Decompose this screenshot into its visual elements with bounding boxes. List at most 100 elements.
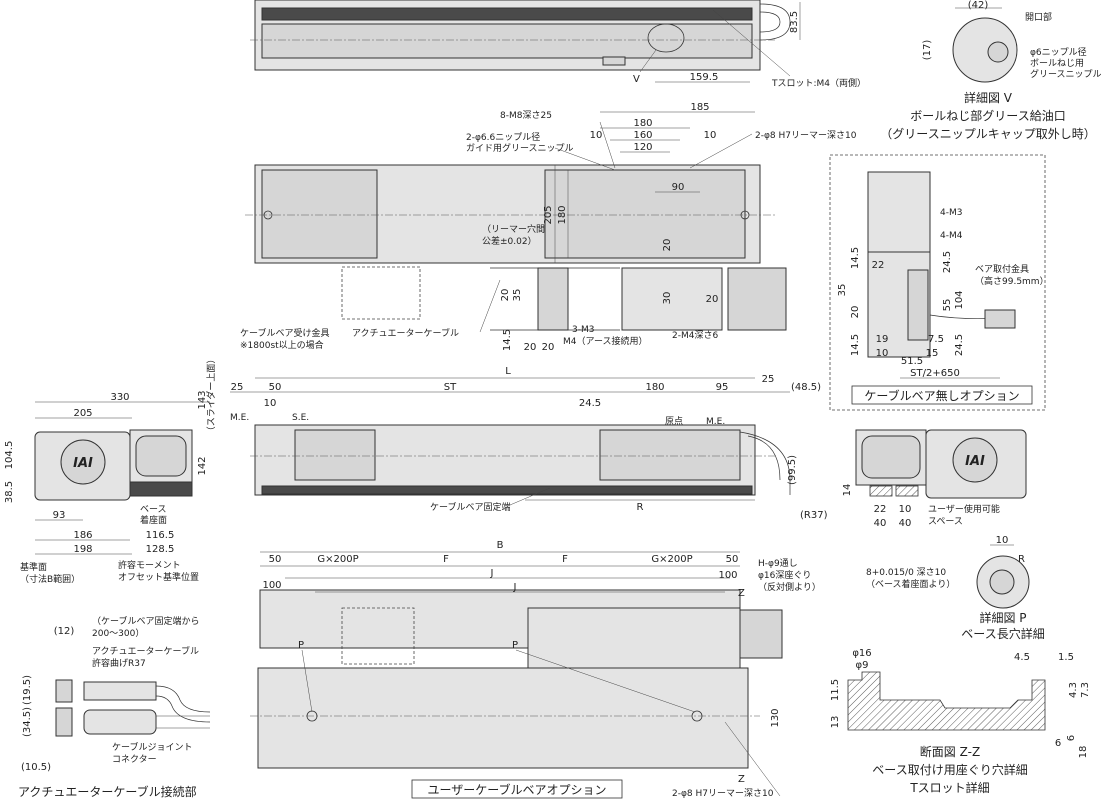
base-caption: ユーザーケーブルベアオプション	[427, 782, 606, 797]
svg-text:B: B	[497, 540, 504, 551]
svg-text:Tスロット詳細: Tスロット詳細	[909, 780, 989, 795]
svg-text:（リーマー穴間: （リーマー穴間	[482, 223, 545, 235]
svg-text:50: 50	[269, 554, 282, 565]
svg-text:14.5: 14.5	[850, 334, 861, 356]
svg-text:200～300）: 200～300）	[92, 628, 144, 639]
svg-text:8-M8深さ25: 8-M8深さ25	[500, 110, 552, 121]
svg-text:186: 186	[73, 530, 92, 541]
svg-text:22: 22	[872, 260, 885, 271]
svg-text:原点: 原点	[665, 416, 683, 427]
cable-bracket-outline	[341, 266, 421, 320]
no-cable-option: 4-M3 4-M4 ベア取付金具 （高さ99.5mm） 14.5 35 20 1…	[829, 154, 1049, 411]
svg-text:10: 10	[590, 130, 603, 141]
svg-text:(34.5): (34.5)	[22, 707, 33, 737]
svg-text:50: 50	[726, 554, 739, 565]
svg-text:100: 100	[262, 580, 281, 591]
svg-text:6: 6	[1066, 735, 1077, 741]
base-slider	[527, 607, 741, 669]
svg-text:P: P	[298, 640, 304, 651]
svg-text:128.5: 128.5	[146, 544, 175, 555]
svg-text:185: 185	[690, 102, 709, 113]
svg-text:(42): (42)	[968, 0, 989, 11]
svg-text:P: P	[512, 640, 518, 651]
svg-text:スペース: スペース	[928, 517, 963, 527]
top-view-cable-loop	[759, 3, 791, 41]
svg-text:14.5: 14.5	[502, 329, 513, 351]
svg-text:104.5: 104.5	[4, 441, 15, 470]
svg-text:4-M4: 4-M4	[940, 231, 963, 241]
connector-detail: (12) (19.5) (34.5) (10.5) （ケーブルベア固定端から 2…	[18, 615, 211, 799]
svg-text:90: 90	[672, 182, 685, 193]
svg-text:M4（アース接続用）: M4（アース接続用）	[563, 335, 648, 347]
svg-text:4.3: 4.3	[1068, 682, 1079, 698]
base-view: B 50 G×200P F F G×200P 50 100 J 100 J 13…	[250, 540, 821, 799]
svg-text:ST/2+650: ST/2+650	[910, 368, 960, 379]
right-end-view: IAI 14 22 10 40 40 ユーザー使用可能 スペース	[842, 429, 1027, 529]
no-cable-frame	[829, 154, 1046, 411]
svg-text:24.5: 24.5	[942, 251, 953, 273]
top-w-dim: 159.5	[690, 72, 719, 83]
svg-text:205: 205	[73, 408, 92, 419]
svg-text:40: 40	[874, 518, 887, 529]
detail-v-circle	[647, 23, 685, 53]
svg-text:許容曲げR37: 許容曲げR37	[92, 657, 146, 669]
svg-text:330: 330	[110, 392, 129, 403]
callout-v: V	[633, 74, 640, 85]
svg-text:6: 6	[1055, 738, 1061, 749]
svg-text:(99.5): (99.5)	[787, 455, 798, 485]
top-h-dim: 83.5	[789, 11, 800, 33]
svg-text:(48.5): (48.5)	[791, 382, 821, 393]
svg-text:φ6ニップル径: φ6ニップル径	[1030, 46, 1087, 58]
svg-text:10: 10	[899, 504, 912, 515]
svg-text:（寸法B範囲）: （寸法B範囲）	[20, 573, 80, 585]
plan-view: 185 180 160 120 10 10 90 205 180 20 30 2…	[240, 102, 857, 353]
svg-text:グリースニップル: グリースニップル	[1030, 68, 1102, 80]
svg-text:ベース取付け用座ぐり穴詳細: ベース取付け用座ぐり穴詳細	[872, 762, 1027, 777]
svg-text:詳細図 P: 詳細図 P	[979, 610, 1026, 625]
svg-text:φ16: φ16	[852, 648, 871, 659]
svg-text:F: F	[443, 554, 449, 565]
svg-text:205: 205	[543, 205, 554, 224]
svg-text:R: R	[637, 502, 644, 513]
svg-text:22: 22	[874, 504, 887, 515]
top-view: 83.5 159.5 V Tスロット:M4（両側）	[250, 0, 866, 89]
svg-text:ベース: ベース	[140, 505, 167, 515]
svg-text:断面図 Z-Z: 断面図 Z-Z	[920, 744, 980, 759]
slider-plate	[621, 267, 723, 331]
svg-text:J: J	[490, 568, 494, 579]
svg-text:H-φ9通し: H-φ9通し	[758, 558, 798, 569]
svg-text:25: 25	[762, 374, 775, 385]
svg-text:ケーブルベア受け金具: ケーブルベア受け金具	[240, 327, 329, 339]
svg-text:J: J	[513, 582, 517, 593]
svg-text:13: 13	[830, 716, 841, 729]
svg-text:116.5: 116.5	[146, 530, 175, 541]
svg-text:アクチュエーターケーブル接続部: アクチュエーターケーブル接続部	[18, 784, 197, 799]
svg-text:Z: Z	[738, 588, 745, 599]
svg-text:オフセット基準位置: オフセット基準位置	[118, 571, 199, 583]
svg-text:7.5: 7.5	[928, 334, 944, 345]
svg-text:（ケーブルベア固定端から: （ケーブルベア固定端から	[92, 615, 199, 627]
svg-text:G×200P: G×200P	[317, 554, 358, 565]
svg-text:7.3: 7.3	[1080, 682, 1091, 698]
svg-text:ベース長穴詳細: ベース長穴詳細	[961, 626, 1044, 641]
svg-text:Z: Z	[738, 774, 745, 785]
svg-text:30: 30	[662, 292, 673, 305]
svg-text:20: 20	[706, 294, 719, 305]
svg-text:ユーザー使用可能: ユーザー使用可能	[928, 503, 1000, 515]
svg-text:35: 35	[512, 289, 523, 302]
svg-text:10: 10	[996, 535, 1009, 546]
svg-text:基準面: 基準面	[20, 561, 47, 573]
svg-text:（ベース着座面より）: （ベース着座面より）	[866, 578, 955, 590]
svg-text:50: 50	[269, 382, 282, 393]
svg-text:18: 18	[1078, 746, 1089, 759]
side-slider	[599, 429, 741, 481]
iai-logo-right: IAI	[965, 454, 985, 469]
section-zz-profile	[847, 671, 1046, 731]
svg-text:アクチュエーターケーブル: アクチュエーターケーブル	[92, 645, 199, 657]
svg-text:（反対側より）: （反対側より）	[758, 581, 821, 593]
svg-text:15: 15	[926, 348, 939, 359]
top-view-side	[261, 23, 753, 59]
svg-text:φ16深座ぐり: φ16深座ぐり	[758, 569, 811, 581]
svg-text:25: 25	[231, 382, 244, 393]
svg-text:2-M4深さ6: 2-M4深さ6	[672, 330, 718, 341]
